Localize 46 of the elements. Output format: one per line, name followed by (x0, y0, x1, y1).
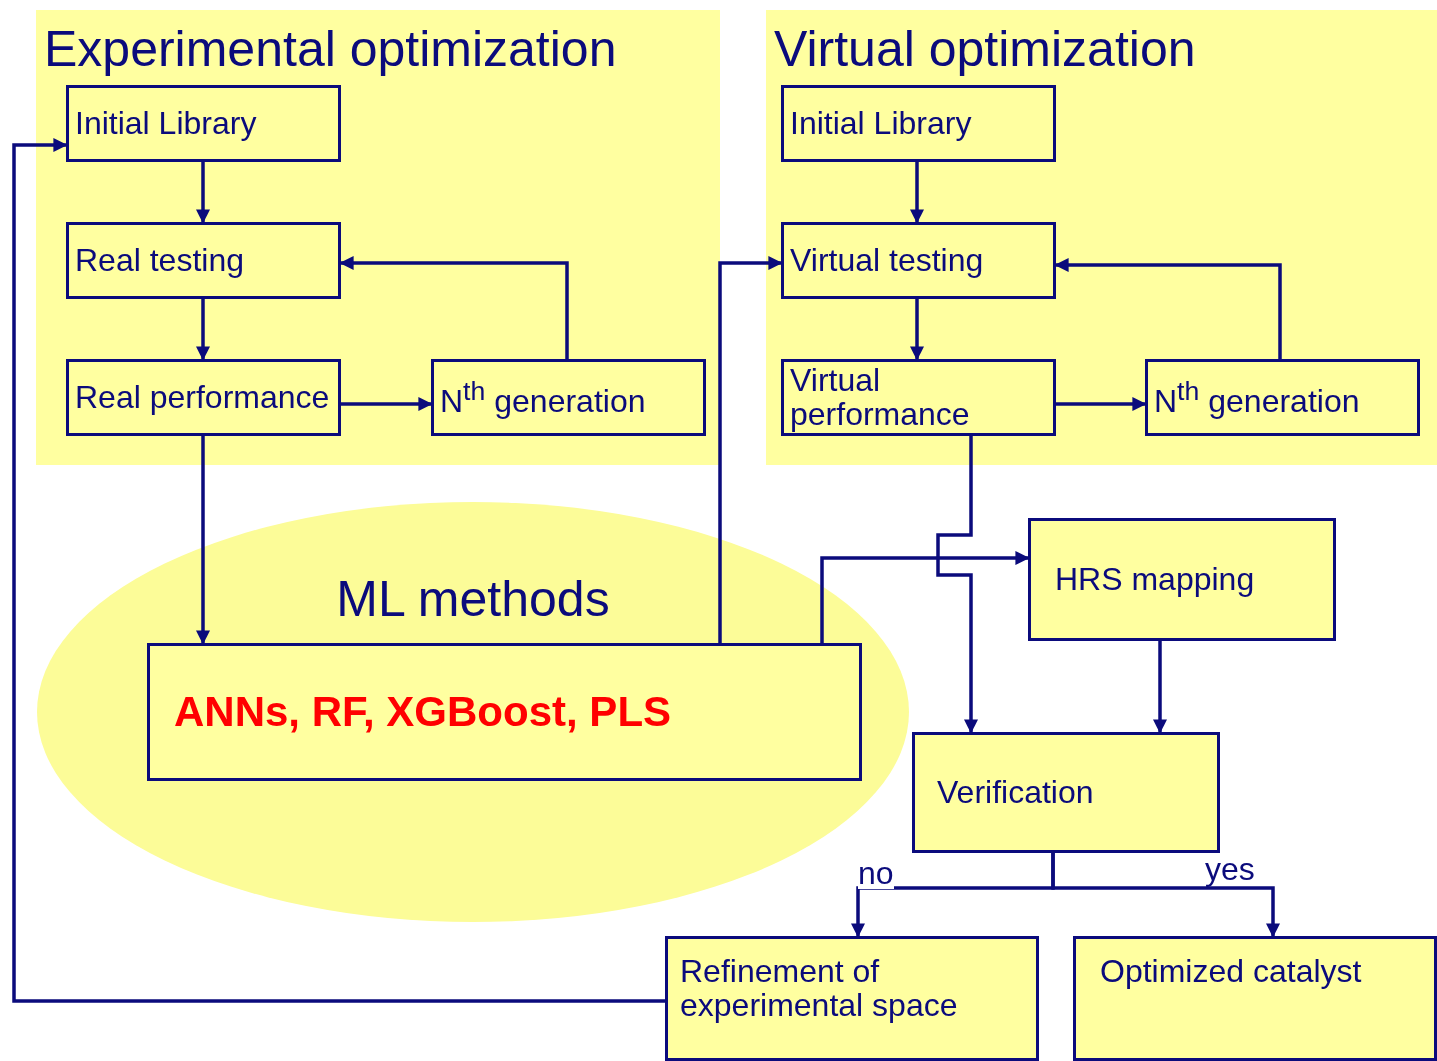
arrow (196, 436, 210, 645)
arrow (196, 299, 210, 361)
process-box (147, 643, 862, 781)
process-box (1028, 518, 1336, 641)
box-text: Optimized catalyst (1100, 955, 1362, 989)
arrow (910, 299, 924, 361)
process-box (431, 359, 706, 436)
panel-title: Virtual optimization (774, 20, 1196, 78)
panel-background (36, 10, 720, 465)
box-text: Real testing (75, 243, 244, 278)
process-box (781, 359, 1056, 436)
arrow (12, 138, 665, 1003)
box-text: ANNs, RF, XGBoost, PLS (174, 689, 672, 735)
arrow (1051, 853, 1280, 938)
arrow (820, 551, 1030, 643)
box-text: Initial Library (790, 106, 972, 141)
arrow (196, 162, 210, 224)
arrow (718, 256, 783, 643)
box-text: Initial Library (75, 106, 257, 141)
process-box (781, 222, 1056, 299)
ellipse-title: ML methods (335, 570, 611, 628)
arrow (936, 436, 978, 734)
box-text: Refinement of experimental space (680, 955, 959, 1023)
process-box (1073, 936, 1437, 1061)
panel-background (766, 10, 1437, 465)
arrow (1056, 397, 1147, 411)
arrow (1054, 258, 1282, 359)
process-box (781, 85, 1056, 162)
arrow (341, 397, 433, 411)
arrow (1153, 641, 1167, 734)
panel-title: Experimental optimization (44, 20, 617, 78)
box-text: HRS mapping (1055, 562, 1255, 597)
box-text: Verification (937, 775, 1094, 810)
box-text: N$^{th}$ generation (440, 376, 646, 419)
process-box (66, 85, 341, 162)
box-text: Real performance (75, 380, 330, 415)
process-box (1145, 359, 1420, 436)
arrow (339, 256, 569, 359)
process-box (912, 732, 1220, 853)
box-text: N$^{th}$ generation (1154, 376, 1360, 419)
process-box (66, 359, 341, 436)
arrow (910, 162, 924, 224)
process-box (665, 936, 1039, 1061)
box-text: Virtual performance (790, 363, 971, 432)
box-text: Virtual testing (790, 243, 984, 278)
process-box (66, 222, 341, 299)
